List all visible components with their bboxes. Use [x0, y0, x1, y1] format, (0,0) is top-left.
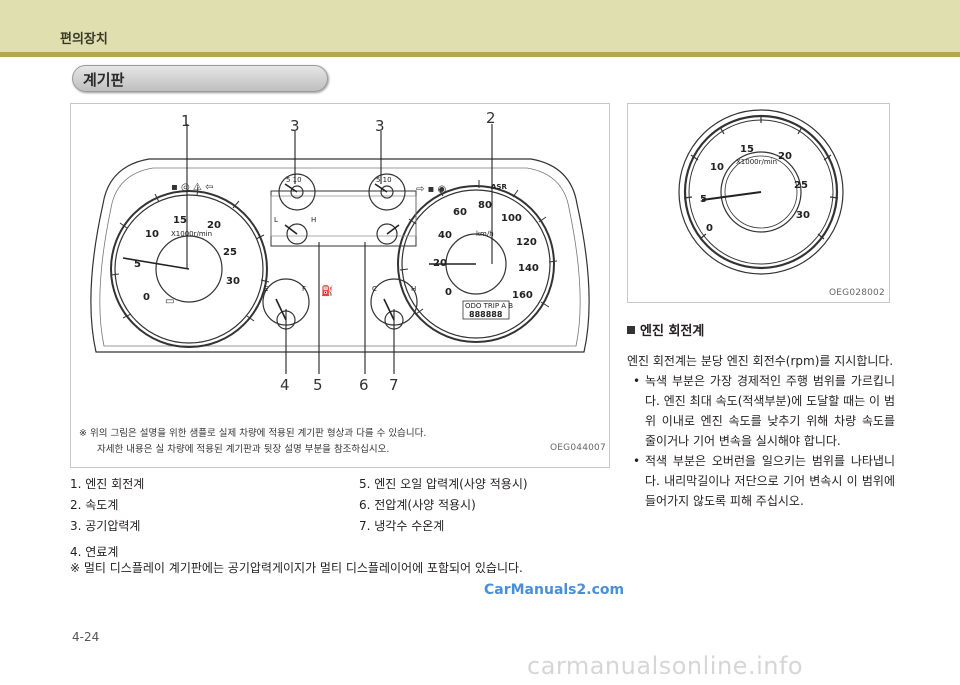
tach-tick-30: 30	[226, 276, 240, 287]
legend-item-4: 4. 연료계	[70, 545, 119, 559]
side-tach-tick-20: 20	[778, 151, 792, 162]
tach-tick-15: 15	[173, 215, 187, 226]
tachometer-heading-text: 엔진 회전계	[640, 324, 705, 339]
header-rule	[0, 52, 960, 57]
speed-tick-140: 140	[518, 263, 539, 274]
callout-1: 1	[181, 112, 191, 130]
tach-unit: X1000r/min	[171, 230, 212, 238]
legend-item-6: 6. 전압계(사양 적용시)	[359, 498, 476, 512]
legend-item-5: 5. 엔진 오일 압력계(사양 적용시)	[359, 477, 528, 491]
legend-item-1: 1. 엔진 회전계	[70, 477, 145, 491]
oil-high-letter: H	[311, 216, 316, 224]
speed-tick-0: 0	[445, 287, 452, 298]
figure-note-line-1: ※ 위의 그림은 설명을 위한 샘플로 실제 차량에 적용된 계기판 형상과 다…	[79, 428, 427, 439]
tachometer-bullet-red: 적색 부분은 오버런을 일으키는 범위를 나타냅니다. 내리막길이나 저단으로 …	[627, 451, 895, 511]
figure-note-line-2: 자세한 내용은 실 차량에 적용된 계기판과 뒷장 설명 부분을 참조하십시오.	[97, 444, 390, 455]
section-title: 계기판	[83, 71, 125, 89]
tachometer-intro: 엔진 회전계는 분당 엔진 회전수(rpm)를 지시합니다.	[627, 354, 894, 368]
callout-2: 2	[486, 109, 496, 127]
callout-3b: 3	[375, 117, 385, 135]
chapter-title: 편의장치	[60, 32, 108, 47]
legend-item-2: 2. 속도계	[70, 498, 119, 512]
side-tach-tick-25: 25	[794, 180, 808, 191]
tach-tick-5: 5	[134, 259, 141, 270]
footer-watermark: carmanualsonline.info	[527, 652, 804, 680]
legend-item-7: 7. 냉각수 수온계	[359, 519, 445, 533]
speed-tick-120: 120	[516, 237, 537, 248]
fuel-empty-letter: E	[264, 285, 268, 293]
fuel-full-letter: F	[302, 285, 306, 293]
heading-square-icon	[627, 326, 635, 334]
callout-4: 4	[280, 376, 290, 394]
header-band: 편의장치	[0, 0, 960, 52]
tachometer-figure: 0 5 10 15 20 25 30 X1000r/min OEG028002	[627, 103, 890, 303]
multi-display-note: ※ 멀티 디스플레이 계기판에는 공기압력게이지가 멀티 디스플레이어에 포함되…	[70, 561, 523, 575]
page-number: 4-24	[72, 630, 100, 644]
side-tach-tick-5: 5	[700, 194, 707, 205]
odo-value: 888888	[469, 310, 503, 319]
instrument-cluster-drawing: 0 5 10 15 20 25 30 0 20 40 60 80 100 120…	[90, 124, 590, 374]
callout-6: 6	[359, 376, 369, 394]
side-figure-code: OEG028002	[829, 288, 885, 298]
side-tach-tick-15: 15	[740, 144, 754, 155]
tach-tick-25: 25	[223, 247, 237, 258]
oil-low-letter: L	[274, 216, 278, 224]
speed-unit: km/h	[476, 230, 494, 238]
warning-lamps-left: ▪ ◎ ⚠ ⇦	[171, 182, 213, 193]
odo-label: ODO TRIP A B	[465, 302, 513, 310]
figure-code: OEG044007	[550, 443, 606, 453]
legend-item-3: 3. 공기압력계	[70, 519, 141, 533]
air-gauge-ticks-right: 5 10	[376, 176, 392, 184]
site-watermark: CarManuals2.com	[484, 582, 625, 598]
legend-list-left: 1. 엔진 회전계 2. 속도계 3. 공기압력계 4. 연료계	[70, 474, 144, 563]
speed-tick-80: 80	[478, 200, 492, 211]
tach-tick-10: 10	[145, 229, 159, 240]
figure-note: ※ 위의 그림은 설명을 위한 샘플로 실제 차량에 적용된 계기판 형상과 다…	[79, 426, 426, 458]
speed-tick-40: 40	[438, 230, 452, 241]
speed-tick-160: 160	[512, 290, 533, 301]
tach-tick-20: 20	[207, 220, 221, 231]
instrument-cluster-figure: 0 5 10 15 20 25 30 0 20 40 60 80 100 120…	[70, 103, 610, 468]
tachometer-drawing: 0 5 10 15 20 25 30 X1000r/min	[678, 109, 844, 275]
callout-3a: 3	[290, 117, 300, 135]
side-tach-tick-0: 0	[706, 223, 713, 234]
speed-tick-60: 60	[453, 207, 467, 218]
asr-indicator: ASR	[491, 183, 507, 191]
tachometer-description: 엔진 회전계는 분당 엔진 회전수(rpm)를 지시합니다. 녹색 부분은 가장…	[627, 351, 895, 511]
battery-icon: ▭	[165, 296, 174, 307]
side-tach-tick-30: 30	[796, 210, 810, 221]
tach-tick-0: 0	[143, 292, 150, 303]
side-tach-tick-10: 10	[710, 162, 724, 173]
fuel-pump-icon: ⛽	[321, 284, 333, 297]
tachometer-heading: 엔진 회전계	[627, 320, 704, 339]
callout-7: 7	[389, 376, 399, 394]
temp-hot-letter: H	[411, 285, 416, 293]
side-tach-unit: X1000r/min	[736, 158, 777, 166]
speed-tick-100: 100	[501, 213, 522, 224]
warning-lamps-right: ⇨ ▪ ◉	[416, 184, 446, 195]
air-gauge-ticks-left: 5 10	[286, 176, 302, 184]
legend-list-right: 5. 엔진 오일 압력계(사양 적용시) 6. 전압계(사양 적용시) 7. 냉…	[359, 474, 528, 537]
temp-cold-letter: C	[372, 285, 377, 293]
speed-tick-20: 20	[433, 258, 447, 269]
callout-5: 5	[313, 376, 323, 394]
tachometer-bullet-green: 녹색 부분은 가장 경제적인 주행 범위를 가르킵니다. 엔진 최대 속도(적색…	[627, 371, 895, 451]
section-title-pill: 계기판	[72, 65, 328, 92]
